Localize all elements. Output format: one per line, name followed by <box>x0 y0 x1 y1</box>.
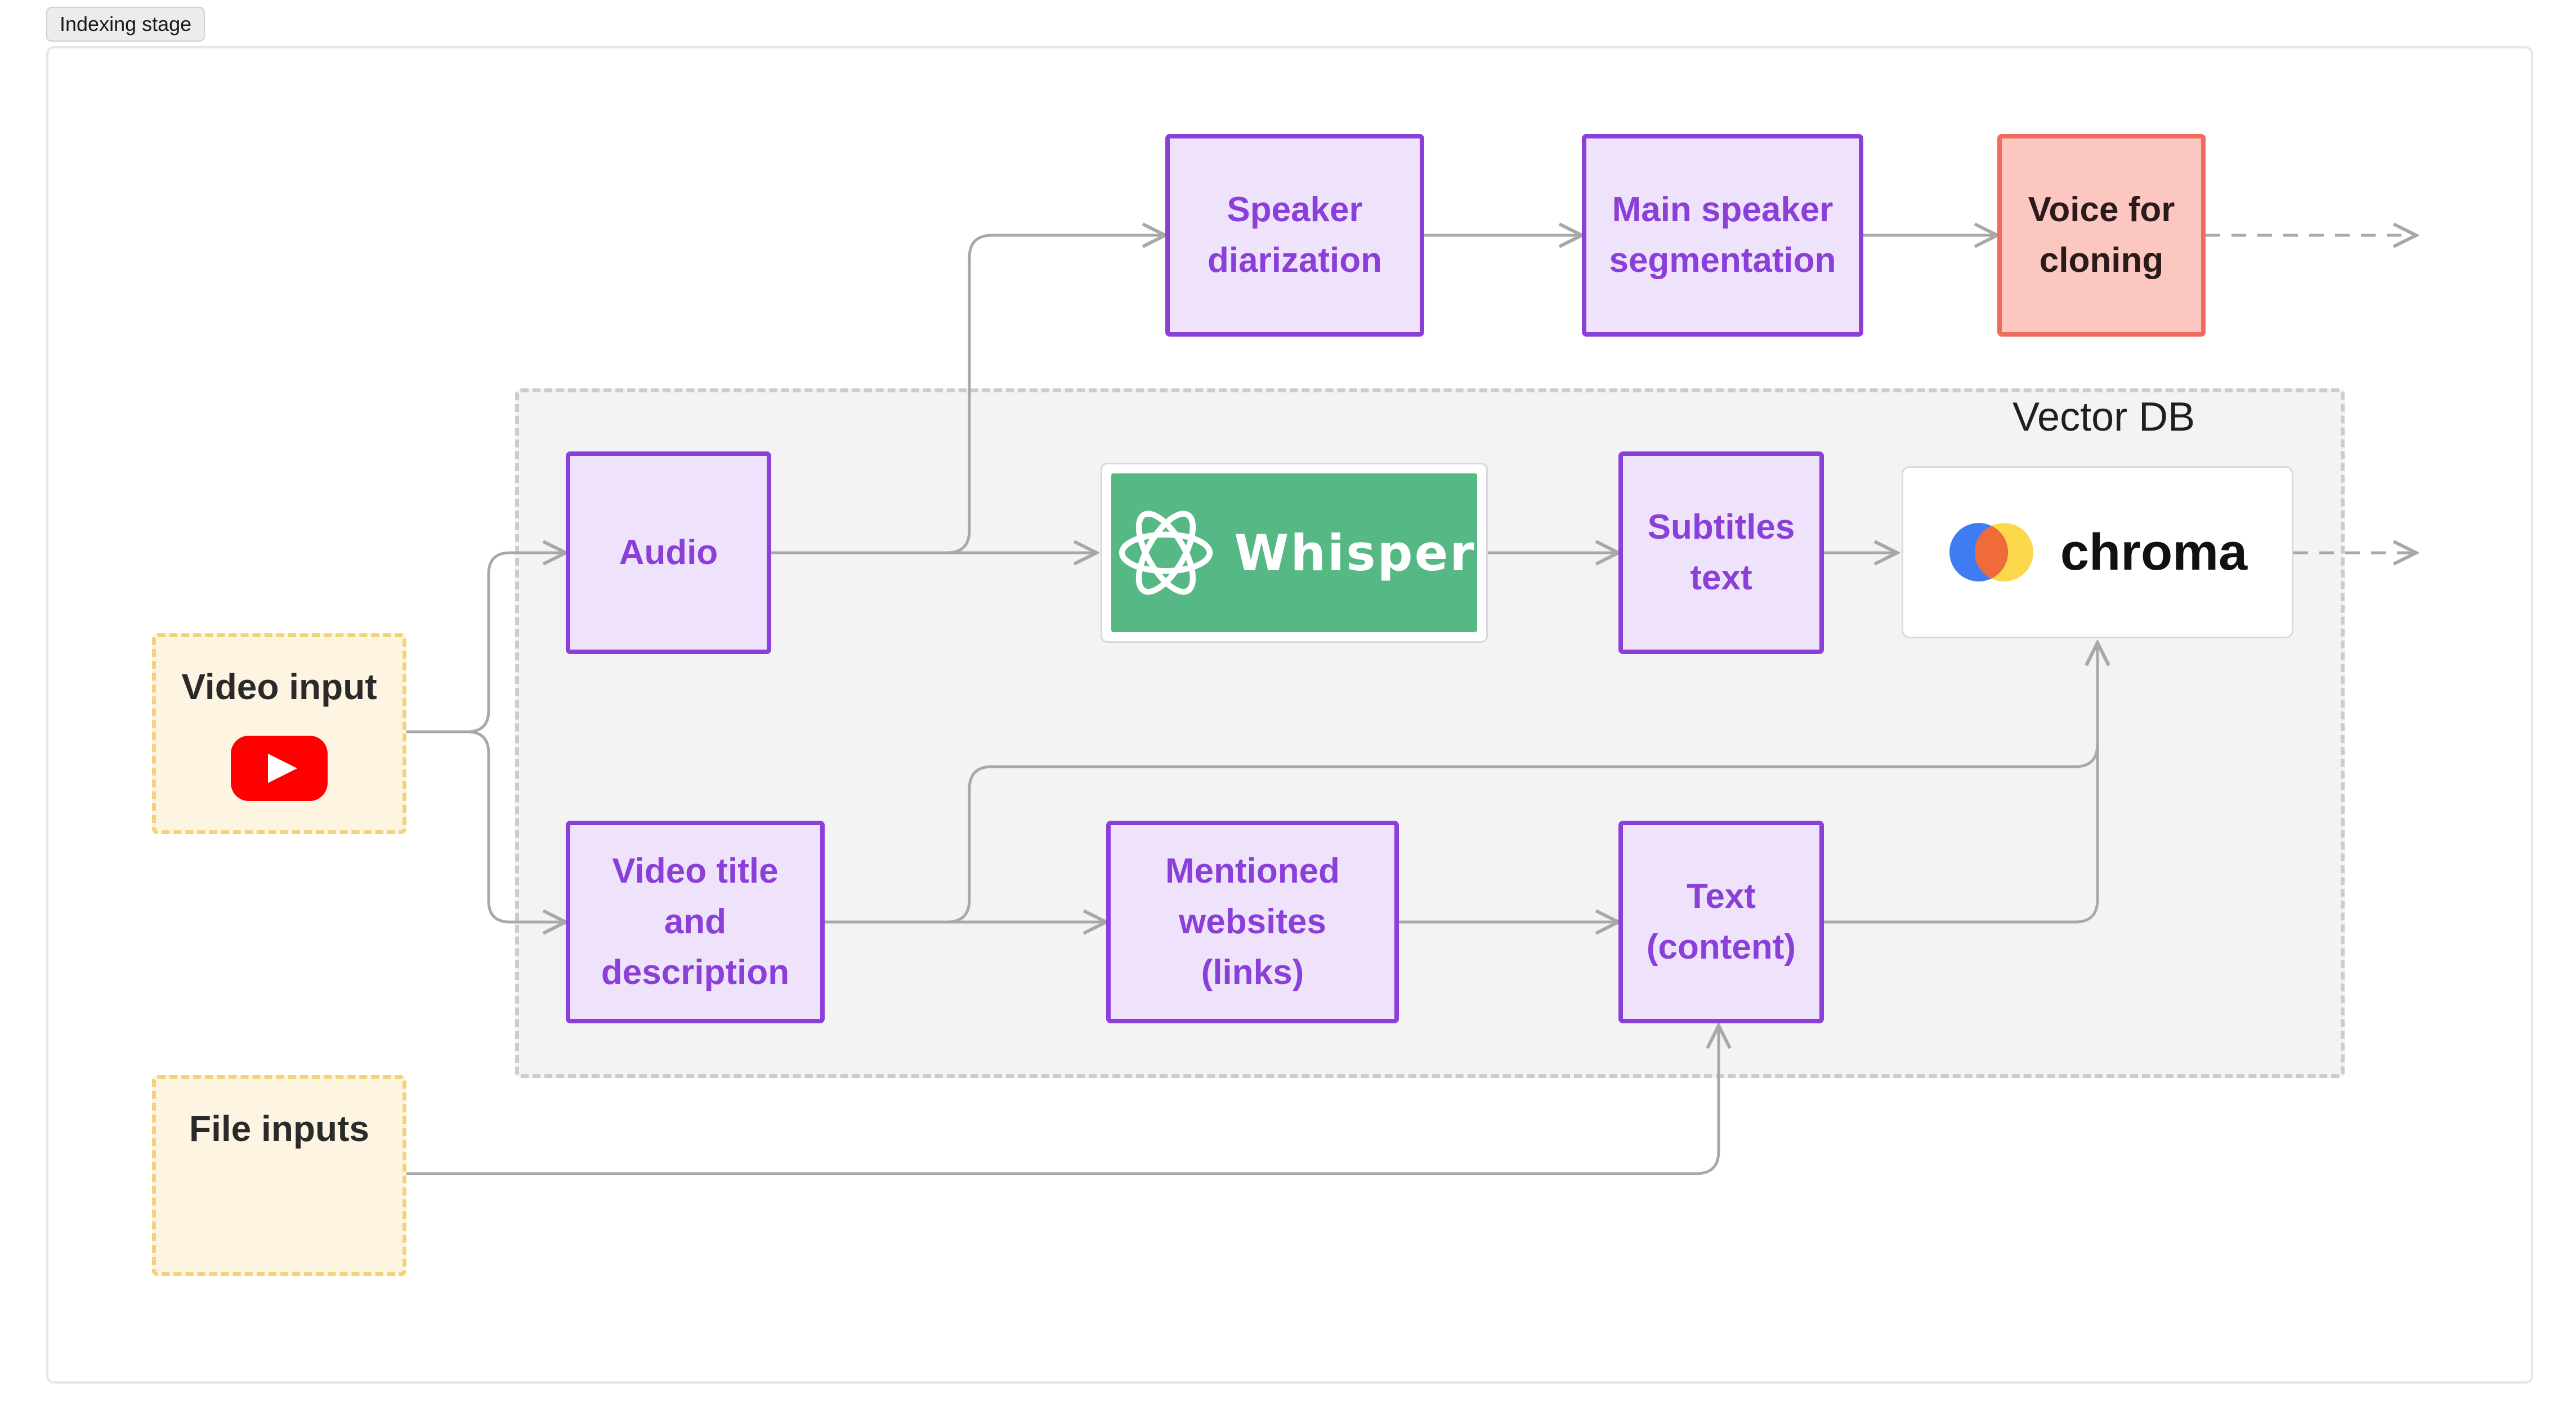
youtube-play-icon <box>231 735 328 801</box>
websites-line-2: websites <box>1179 902 1326 942</box>
audio-label: Audio <box>619 533 718 572</box>
chroma-wordmark: chroma <box>2060 523 2248 581</box>
edge-audio-to-diarization <box>771 235 1165 554</box>
diagram-frame <box>46 46 2533 1384</box>
stage-tag: Indexing stage <box>46 7 205 42</box>
edge-video-to-title <box>406 730 566 922</box>
subtitles-text-node: Subtitles text <box>1618 451 1824 654</box>
chroma-logo-card: chroma <box>1902 466 2293 638</box>
speaker-diarization-line-2: diarization <box>1207 241 1383 280</box>
mentioned-websites-node: Mentioned websites (links) <box>1106 821 1399 1023</box>
file-inputs-node: File inputs <box>152 1075 406 1276</box>
video-title-description-node: Video title and description <box>566 821 825 1023</box>
speaker-diarization-line-1: Speaker <box>1227 190 1363 230</box>
edge-title-to-chroma <box>825 643 2098 924</box>
text-content-node: Text (content) <box>1618 821 1824 1023</box>
subtitles-line-2: text <box>1690 558 1752 597</box>
video-input-node: Video input <box>152 633 406 834</box>
websites-line-1: Mentioned <box>1165 852 1340 891</box>
edge-video-to-audio <box>406 553 566 733</box>
voice-line-2: cloning <box>2039 241 2164 280</box>
whisper-wordmark: Whisper <box>1234 523 1476 582</box>
websites-line-3: (links) <box>1201 952 1304 992</box>
whisper-logo-card: Whisper <box>1101 463 1488 643</box>
segmentation-line-2: segmentation <box>1609 241 1836 280</box>
segmentation-line-1: Main speaker <box>1612 190 1833 230</box>
edge-files-to-text <box>406 1026 1719 1175</box>
whisper-logo: Whisper <box>1111 473 1477 632</box>
voice-for-cloning-node: Voice for cloning <box>1997 134 2206 337</box>
openai-knot-icon <box>1119 511 1213 595</box>
subtitles-line-1: Subtitles <box>1647 508 1795 547</box>
text-content-line-2: (content) <box>1646 928 1796 966</box>
text-content-line-1: Text <box>1687 877 1756 916</box>
main-speaker-segmentation-node: Main speaker segmentation <box>1582 134 1863 337</box>
video-title-line-2: and <box>664 902 727 942</box>
file-inputs-label: File inputs <box>189 1108 369 1149</box>
audio-node: Audio <box>566 451 771 654</box>
edge-text-to-chroma <box>1824 643 2098 924</box>
video-title-line-3: description <box>601 952 790 992</box>
video-title-line-1: Video title <box>612 852 779 891</box>
chroma-circles-icon <box>1949 523 2033 581</box>
video-input-label: Video input <box>181 666 377 707</box>
voice-line-1: Voice for <box>2028 190 2175 230</box>
vector-db-label: Vector DB <box>2012 395 2195 440</box>
speaker-diarization-node: Speaker diarization <box>1165 134 1424 337</box>
